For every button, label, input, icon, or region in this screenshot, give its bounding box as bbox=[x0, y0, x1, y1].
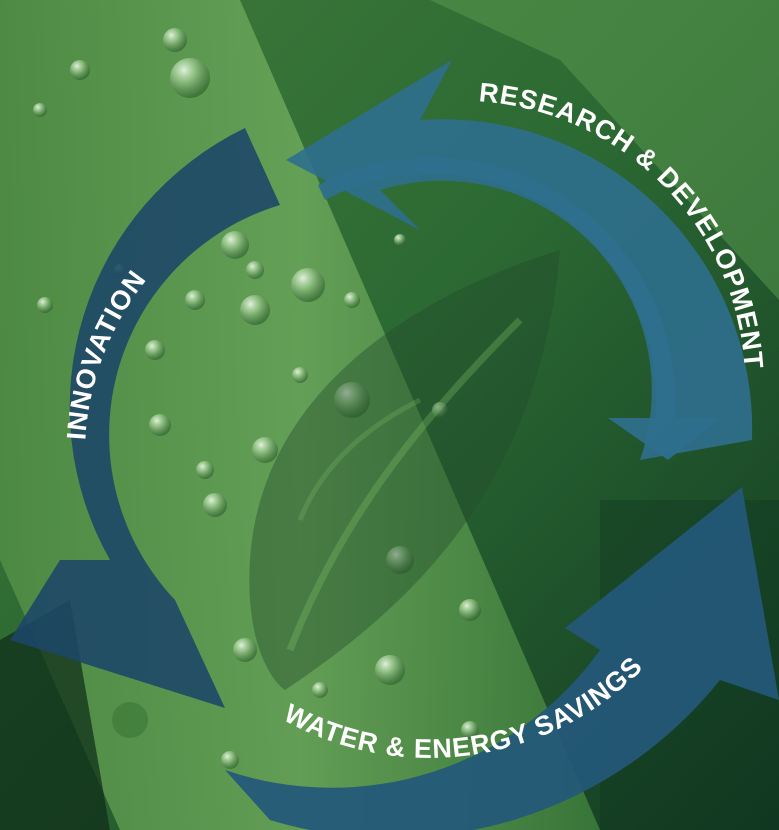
leaf-icon bbox=[249, 250, 560, 690]
water-energy-savings-arrow bbox=[225, 487, 779, 830]
water-droplets bbox=[33, 28, 481, 769]
research-arrowhead bbox=[286, 60, 753, 460]
dark-corner bbox=[0, 600, 110, 830]
innovation-arrow bbox=[10, 128, 280, 708]
leaf-blade-right bbox=[430, 0, 779, 300]
